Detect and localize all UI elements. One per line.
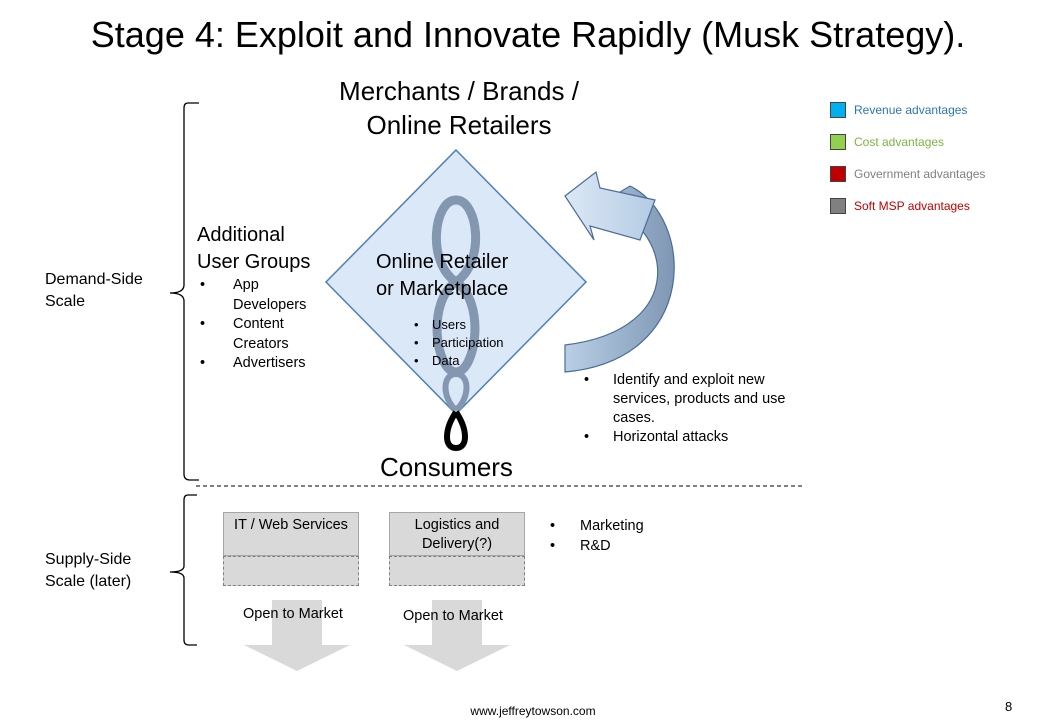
supply-bullet: Marketing (550, 517, 644, 537)
legend-label-government: Government advantages (854, 166, 986, 181)
it-web-services-dashed-box (223, 556, 359, 586)
demand-side-line2: Scale (45, 293, 86, 310)
open-market-arrow-1 (244, 600, 350, 671)
page-number: 8 (1005, 699, 1013, 714)
consumer-drop-loop (444, 410, 468, 452)
footer-url: www.jeffreytowson.com (470, 704, 596, 718)
consumers-label: Consumers (380, 452, 513, 482)
innovation-bullet: Identify and exploit new services, produ… (584, 371, 814, 428)
user-group-item: Content Creators (197, 315, 327, 354)
legend-label-cost: Cost advantages (854, 134, 945, 149)
user-groups-title-line2: User Groups (197, 251, 311, 273)
legend-swatch-cost (830, 133, 846, 150)
innovation-bullets: Identify and exploit new services, produ… (584, 371, 814, 447)
open-to-market-label-1: Open to Market (243, 606, 343, 622)
merchants-label: Merchants / Brands / Online Retailers (300, 74, 618, 142)
open-to-market-label-2: Open to Market (403, 608, 503, 624)
small-loop (442, 370, 470, 413)
legend-swatch-government (830, 165, 846, 182)
demand-side-brace (169, 102, 199, 481)
user-group-item: Advertisers (197, 354, 327, 374)
merchants-label-line1: Merchants / Brands / (339, 76, 579, 106)
user-group-item: App Developers (197, 276, 327, 315)
legend-label-soft-msp: Soft MSP advantages (854, 198, 970, 213)
logistics-box: Logistics and Delivery(?) (389, 512, 525, 556)
legend-item-soft-msp: Soft MSP advantages (830, 197, 970, 214)
legend-item-cost: Cost advantages (830, 133, 945, 150)
marketplace-item: Users (414, 316, 504, 334)
marketplace-item: Data (414, 352, 504, 370)
slide-title: Stage 4: Exploit and Innovate Rapidly (M… (90, 14, 966, 55)
it-web-services-box: IT / Web Services (223, 512, 359, 556)
marketplace-item: Participation (414, 334, 504, 352)
marketplace-title: Online Retailer or Marketplace (376, 249, 546, 303)
legend-item-revenue: Revenue advantages (830, 101, 968, 118)
supply-bullets: Marketing R&D (550, 517, 644, 556)
curved-arrow-head (564, 170, 656, 241)
legend-label-revenue: Revenue advantages (854, 102, 968, 117)
merchants-label-line2: Online Retailers (366, 110, 552, 140)
legend-swatch-revenue (830, 101, 846, 118)
supply-side-line1: Supply-Side (45, 551, 132, 568)
demand-side-line1: Demand-Side (45, 271, 143, 288)
user-groups-title-line1: Additional (197, 224, 285, 246)
legend-swatch-soft-msp (830, 197, 846, 214)
open-market-arrow-2 (404, 600, 510, 671)
innovation-bullet: Horizontal attacks (584, 428, 814, 447)
supply-side-brace (169, 494, 197, 646)
user-groups-title: Additional User Groups (197, 222, 310, 276)
demand-side-label: Demand-Side Scale (45, 269, 143, 313)
curved-arrow-body (564, 185, 675, 373)
supply-side-label: Supply-Side Scale (later) (45, 549, 131, 593)
legend-item-government: Government advantages (830, 165, 986, 182)
logistics-dashed-box (389, 556, 525, 586)
marketplace-list: Users Participation Data (414, 316, 504, 370)
marketplace-title-line2: or Marketplace (376, 278, 509, 300)
user-groups-list: App Developers Content Creators Advertis… (197, 276, 327, 374)
marketplace-title-line1: Online Retailer (376, 251, 509, 273)
supply-side-line2: Scale (later) (45, 573, 132, 590)
supply-bullet: R&D (550, 537, 644, 557)
